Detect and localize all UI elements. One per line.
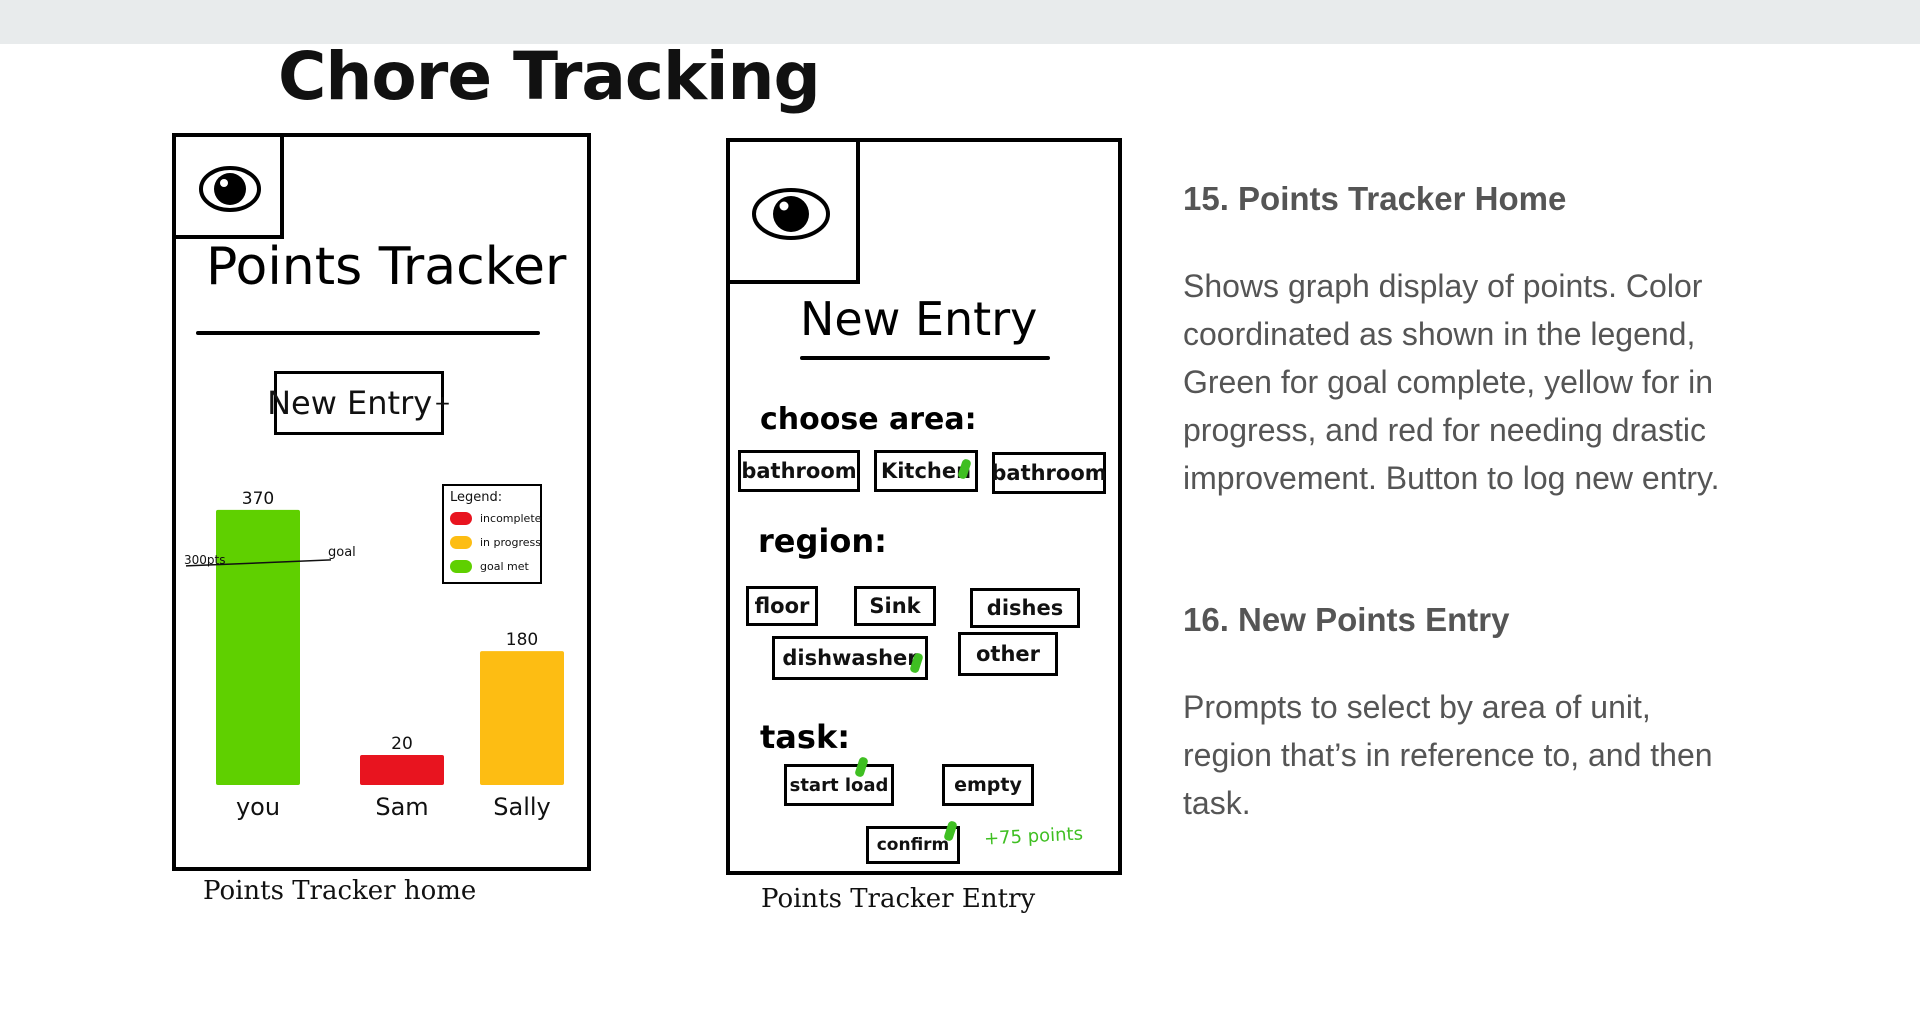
region-option-label: dishwasher <box>782 646 918 670</box>
description-15: 15. Points Tracker Home Shows graph disp… <box>1183 180 1743 502</box>
home-screen-title: Points Tracker <box>206 237 567 297</box>
area-option-label: bathroom <box>741 459 857 483</box>
region-option-other[interactable]: other <box>958 632 1058 676</box>
goal-line <box>185 559 332 567</box>
task-label: task: <box>760 718 851 756</box>
description-16: 16. New Points Entry Prompts to select b… <box>1183 601 1743 827</box>
bar-you <box>216 509 300 785</box>
legend-item-label: incomplete <box>480 512 542 525</box>
bar-value-label: 20 <box>391 734 413 754</box>
title-underline <box>196 331 540 335</box>
title-underline <box>800 356 1050 360</box>
plus-icon: + <box>434 391 451 415</box>
region-option-dishes[interactable]: dishes <box>970 588 1080 628</box>
legend-item: incomplete <box>450 512 541 525</box>
area-option-bathroom[interactable]: bathroom <box>738 450 860 492</box>
confirm-button-label: confirm <box>876 835 950 855</box>
eye-icon <box>752 188 830 240</box>
new-entry-button-label: New Entry <box>267 384 433 422</box>
goal-label: goal <box>328 545 356 560</box>
area-option-kitchen[interactable]: Kitchen <box>874 450 978 492</box>
bar-sam <box>360 755 444 785</box>
entry-screen-caption: Points Tracker Entry <box>761 884 1036 914</box>
legend-item: goal met <box>450 560 529 573</box>
check-icon <box>943 820 958 842</box>
bar-value-label: 180 <box>506 630 538 650</box>
task-option-label: empty <box>954 774 1022 796</box>
confirm-button[interactable]: confirm <box>866 820 960 864</box>
description-body: Shows graph display of points. Color coo… <box>1183 268 1720 496</box>
legend-item-label: in progress <box>480 536 542 549</box>
new-entry-button[interactable]: New Entry + <box>267 371 451 435</box>
logo-box <box>730 142 860 284</box>
legend-swatch-green <box>450 560 472 573</box>
area-option-label: Kitchen <box>880 459 972 483</box>
description-heading: 15. Points Tracker Home <box>1183 180 1567 217</box>
bar-category-label: Sam <box>375 793 428 821</box>
bar-category-label: you <box>236 793 280 821</box>
legend-swatch-red <box>450 512 472 525</box>
region-option-sink[interactable]: Sink <box>854 586 936 626</box>
area-option-bathroom-2[interactable]: bathroom <box>991 452 1107 494</box>
task-option-label: start load <box>789 774 889 796</box>
logo-box <box>176 137 284 239</box>
home-screen-caption: Points Tracker home <box>203 876 477 906</box>
legend-item-label: goal met <box>480 560 529 573</box>
region-label: region: <box>758 522 887 560</box>
region-option-label: floor <box>754 594 810 618</box>
eye-icon <box>199 166 261 212</box>
region-option-label: other <box>975 642 1040 666</box>
region-option-dishwasher[interactable]: dishwasher <box>772 636 928 680</box>
description-heading: 16. New Points Entry <box>1183 601 1510 638</box>
region-option-label: dishes <box>986 596 1064 620</box>
legend-swatch-yellow <box>450 536 472 549</box>
choose-area-label: choose area: <box>760 402 977 437</box>
chart-legend: Legend: incomplete in progress goal met <box>442 484 542 584</box>
top-bar <box>0 0 1920 44</box>
task-option-start-load[interactable]: start load <box>784 756 894 806</box>
legend-item: in progress <box>450 536 541 549</box>
task-option-empty[interactable]: empty <box>942 764 1034 806</box>
slide-title: Chore Tracking <box>278 38 821 115</box>
area-option-label: bathroom <box>991 461 1107 485</box>
region-option-floor[interactable]: floor <box>746 586 818 626</box>
goal-value-label: 300pts <box>184 553 225 567</box>
points-note: +75 points <box>983 823 1084 850</box>
bar-value-label: 370 <box>242 489 274 509</box>
description-body: Prompts to select by area of unit, regio… <box>1183 689 1713 821</box>
bar-sally <box>480 651 564 785</box>
points-tracker-entry-sketch: New Entry choose area: bathroom Kitchen … <box>726 138 1122 875</box>
bar-category-label: Sally <box>493 793 550 821</box>
entry-screen-title: New Entry <box>800 292 1038 346</box>
legend-heading: Legend: <box>450 490 503 505</box>
region-option-label: Sink <box>869 594 921 618</box>
